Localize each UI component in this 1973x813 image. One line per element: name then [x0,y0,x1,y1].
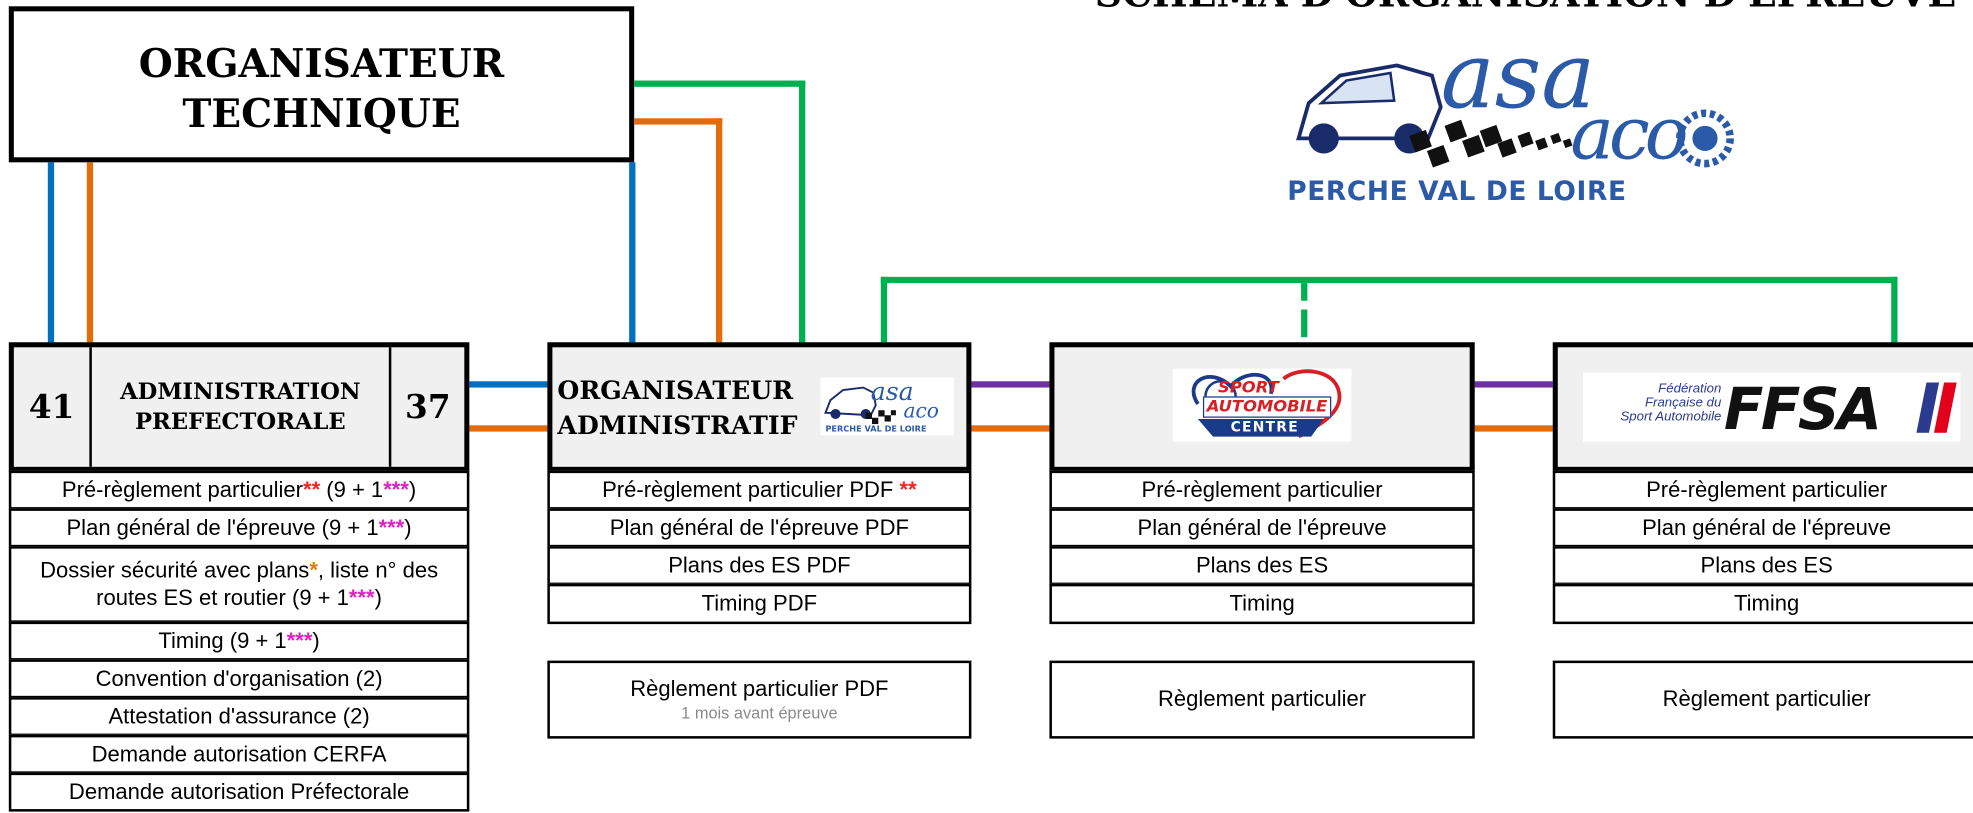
connector-green [1891,276,1898,348]
svg-text:aco: aco [903,399,938,423]
list-item: Plans des ES [1049,546,1475,586]
sport-logo-line1: SPORT [1218,378,1279,398]
list-item: Pré-règlement particulier [1049,470,1475,510]
connector-orange [968,425,1052,432]
list-item: Plans des ES PDF [547,546,972,586]
connector-green [880,276,1898,284]
connector-green [799,80,806,348]
aco-logo-text: aco [1570,90,1688,177]
reglement-particulier-box: Règlement particulier [1049,660,1475,739]
list-item: Timing PDF [547,583,972,625]
rally-car-icon: asa aco PERCHE VAL DE LOIRE [824,377,939,434]
list-item: Demande autorisation Préfectorale [8,772,470,812]
reglement-note: 1 mois avant épreuve [681,703,838,723]
svg-text:PERCHE VAL DE LOIRE: PERCHE VAL DE LOIRE [825,424,926,434]
connector-green-dashed [1301,309,1308,338]
connector-purple [968,381,1052,388]
list-item: Plans des ES [1552,546,1973,586]
ffsa-header: Fédération Française du Sport Automobile… [1552,342,1973,472]
prefecture-line2: PREFECTORALE [134,408,346,435]
sport-logo-line3: CENTRE [1230,419,1299,436]
connector-orange [86,162,94,348]
connector-orange [634,118,723,125]
department-41: 41 [14,347,92,467]
list-item: Plan général de l'épreuve (9 + 1***) [8,508,470,548]
connector-orange [1472,425,1556,432]
connector-green [634,80,806,87]
asa-aco-small-logo: asa aco PERCHE VAL DE LOIRE [820,377,954,436]
list-item: Dossier sécurité avec plans*, liste n° d… [8,546,470,623]
connector-green [880,276,888,348]
list-item: Convention d'organisation (2) [8,659,470,699]
list-item: Timing [1552,583,1973,625]
sport-automobile-centre-header: SPORT AUTOMOBILE CENTRE [1049,342,1475,472]
organisateur-administratif-header: ORGANISATEUR ADMINISTRATIF asa aco PERCH… [547,342,972,472]
organisateur-technique-line1: ORGANISATEUR [138,41,505,87]
ffsa-small-line3: Sport Automobile [1620,408,1722,425]
connector-blue [466,381,550,388]
ffsa-small-line2: Française du [1644,395,1722,411]
list-item: Plan général de l'épreuve PDF [547,508,972,548]
ffsa-stripe-icon [1916,382,1957,433]
sport-automobile-centre-logo: SPORT AUTOMOBILE CENTRE [1172,368,1352,442]
asa-logo-text: asa [1440,22,1596,129]
rally-car-icon [1296,63,1734,168]
list-item: Plan général de l'épreuve [1552,508,1973,548]
connector-orange [715,118,723,348]
svg-text:asa: asa [871,377,914,406]
list-item: Timing (9 + 1***) [8,621,470,661]
prefecture-header: 41 ADMINISTRATION PREFECTORALE 37 [8,342,470,472]
list-item: Pré-règlement particulier [1552,470,1973,510]
connector-blue [47,162,55,348]
list-item: Attestation d'assurance (2) [8,697,470,737]
organisateur-technique-line2: TECHNIQUE [182,91,461,138]
ffsa-small-line1: Fédération [1658,381,1722,397]
reglement-particulier-box: Règlement particulier [1552,660,1973,739]
sport-logo-line2: AUTOMOBILE [1202,396,1332,418]
list-item: Demande autorisation CERFA [8,734,470,774]
connector-orange [466,425,550,432]
connector-green-dashed [1301,283,1308,301]
connector-blue [629,162,636,348]
connector-purple [1472,381,1556,388]
list-item: Timing [1049,583,1475,625]
organisateur-administratif-line2: ADMINISTRATIF [557,410,798,441]
asa-aco-logo: asa aco PERCHE VAL DE LOIRE [1283,23,1749,208]
asa-logo-subtitle: PERCHE VAL DE LOIRE [1287,176,1627,207]
list-item: Pré-règlement particulier** (9 + 1***) [8,470,470,510]
prefecture-line1: ADMINISTRATION [120,378,361,405]
list-item: Plan général de l'épreuve [1049,508,1475,548]
ffsa-big-text: FFSA [1723,374,1882,442]
organisateur-technique-box: ORGANISATEUR TECHNIQUE [8,6,635,163]
organisateur-administratif-line1: ORGANISATEUR [557,374,794,406]
reglement-particulier-box: Règlement particulier PDF 1 mois avant é… [547,660,972,739]
department-37: 37 [388,347,464,467]
page-title: SCHÉMA D'ORGANISATION D'ÉPREUVE [1095,0,1957,16]
list-item: Pré-règlement particulier PDF ** [547,470,972,510]
ffsa-logo: Fédération Française du Sport Automobile… [1582,372,1961,442]
